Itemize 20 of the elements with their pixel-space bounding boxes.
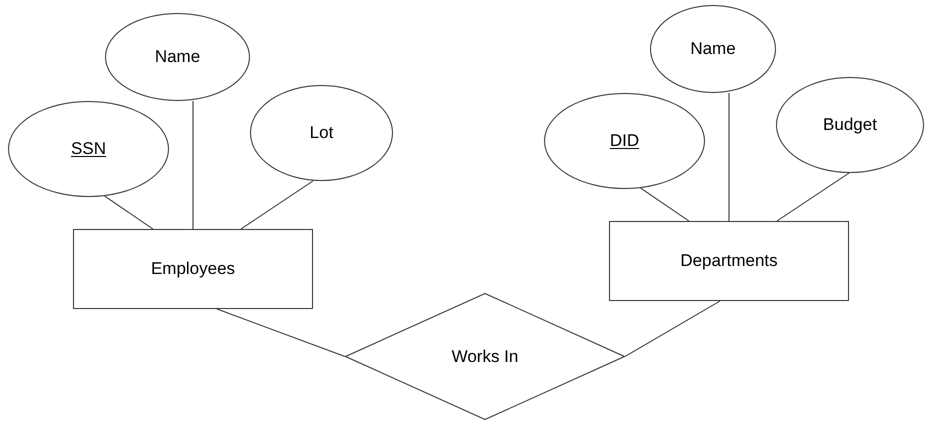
node-label: Employees bbox=[150, 258, 236, 280]
connector-line bbox=[624, 300, 720, 357]
connector-line bbox=[728, 92, 730, 222]
node-label: Lot bbox=[310, 122, 334, 144]
relationship-diamond bbox=[345, 293, 625, 420]
connector-line bbox=[192, 100, 194, 230]
node-label: Works In bbox=[452, 346, 518, 368]
entity-box bbox=[73, 229, 313, 309]
connector-line bbox=[104, 196, 154, 230]
node-label: Budget bbox=[823, 114, 877, 136]
node-label: Name bbox=[690, 38, 736, 60]
connector-line bbox=[216, 308, 346, 357]
connector-line bbox=[640, 188, 690, 222]
node-label: Departments bbox=[680, 250, 778, 272]
connector-line bbox=[776, 172, 850, 222]
key-attribute-label: SSN bbox=[71, 138, 106, 160]
entity-box bbox=[609, 221, 849, 301]
connector-line bbox=[240, 180, 314, 230]
node-label: Name bbox=[154, 46, 200, 68]
key-attribute-label: DID bbox=[610, 130, 640, 152]
